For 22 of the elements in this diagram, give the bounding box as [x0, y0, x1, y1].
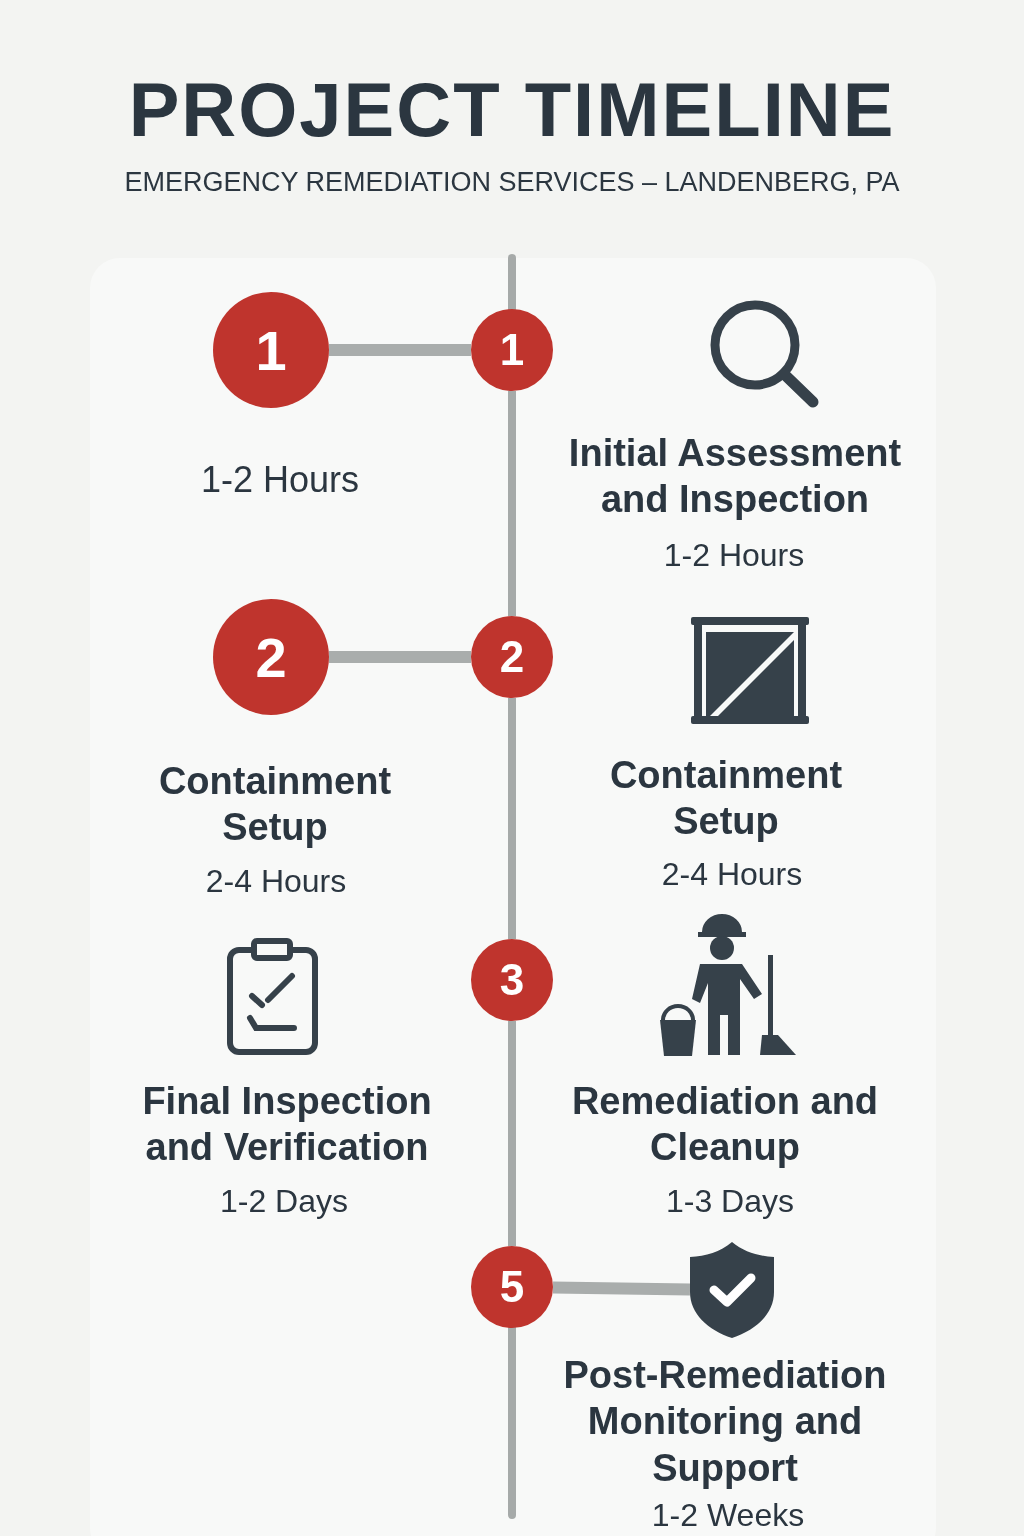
timeline-line [508, 1021, 516, 1246]
timeline-line [508, 698, 516, 939]
step-title: Post-Remediation Monitoring and Support [562, 1353, 888, 1491]
step-duration: 1-2 Weeks [650, 1496, 806, 1535]
step-title: Containment Setup [608, 753, 844, 845]
connector-line [329, 651, 471, 663]
timeline-line [508, 391, 516, 616]
step-duration: 1-2 Days [218, 1182, 349, 1221]
step-duration: 1-3 Days [664, 1182, 795, 1221]
step-duration: 2-4 Hours [204, 862, 348, 901]
step-duration: 1-2 Hours [199, 458, 361, 502]
title: PROJECT TIMELINE [127, 66, 897, 154]
subtitle: EMERGENCY REMEDIATION SERVICES – LANDENBERG, PA [123, 166, 901, 199]
connector-line [552, 1281, 691, 1296]
connector-line [329, 344, 471, 356]
step-duration: 2-4 Hours [660, 855, 804, 894]
step-title: Containment Setup [157, 759, 393, 851]
step-duration: 1-2 Hours [662, 536, 806, 575]
shield-icon [690, 1242, 774, 1338]
step-title: Final Inspection and Verification [141, 1079, 433, 1171]
step-title: Initial Assessment and Inspection [567, 431, 903, 523]
step-title: Remediation and Cleanup [570, 1079, 880, 1171]
